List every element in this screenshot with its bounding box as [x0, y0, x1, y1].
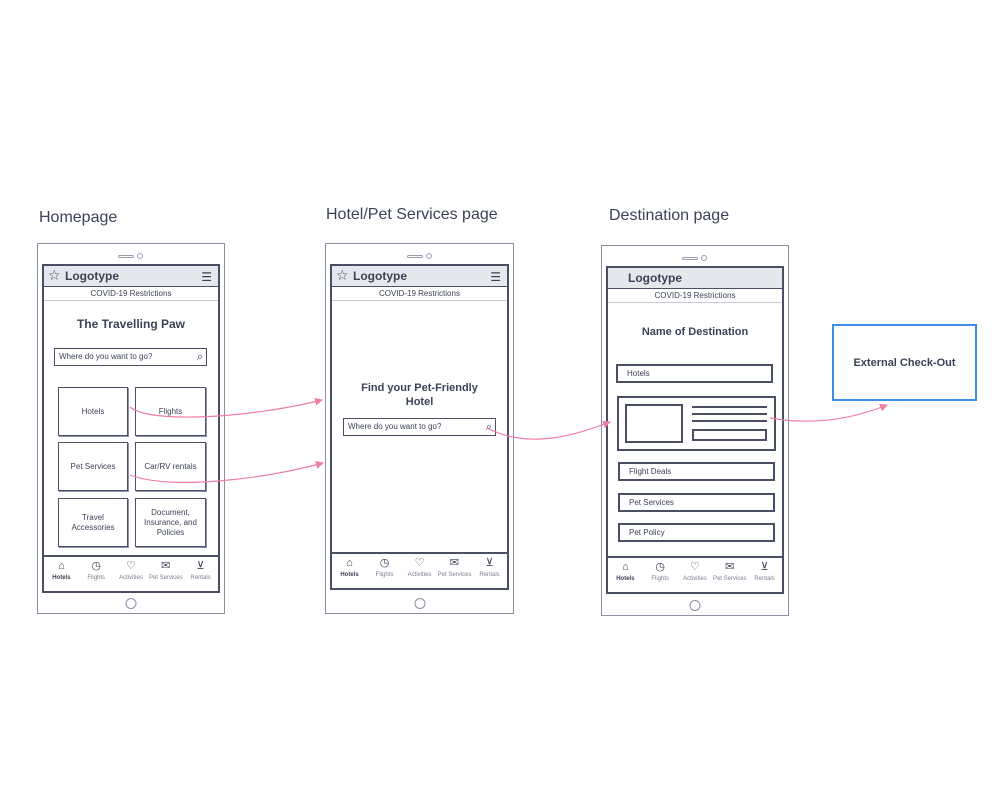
- tab-activities[interactable]: ♡Activities: [402, 554, 437, 588]
- home-icon: ⌂: [622, 561, 629, 573]
- phone-hotel-pet-page: ☆ Logotype ☰ COVID-19 Restrictions Find …: [325, 243, 514, 614]
- tab-activities[interactable]: ♡Activities: [114, 557, 149, 591]
- hamburger-menu-icon[interactable]: ☰: [201, 270, 212, 284]
- caption-destination-page: Destination page: [609, 207, 730, 224]
- button-placeholder: [692, 429, 767, 441]
- heart-icon: ♡: [126, 560, 136, 572]
- tab-rentals[interactable]: ⊻Rentals: [183, 557, 218, 591]
- tile-pet-services[interactable]: Pet Services: [58, 442, 128, 491]
- home-icon: ⌂: [58, 560, 65, 572]
- tab-rentals[interactable]: ⊻Rentals: [472, 554, 507, 588]
- tab-hotels[interactable]: ⌂Hotels: [44, 557, 79, 591]
- page-heading-line1: Find your Pet-Friendly: [361, 382, 478, 394]
- top-bar: Logotype: [608, 268, 782, 289]
- tab-flights[interactable]: ◷Flights: [367, 554, 402, 588]
- tile-documents-insurance[interactable]: Document, Insurance, and Policies: [135, 498, 206, 547]
- external-checkout-label: External Check-Out: [853, 356, 956, 369]
- screen-homepage: ☆ Logotype ☰ COVID-19 Restrictions The T…: [42, 264, 220, 593]
- tab-flights[interactable]: ◷Flights: [643, 558, 678, 592]
- search-placeholder: Where do you want to go?: [348, 422, 442, 431]
- search-icon[interactable]: ⌕: [196, 351, 203, 363]
- star-icon[interactable]: ☆: [48, 267, 61, 283]
- logotype: Logotype: [65, 269, 119, 283]
- tab-pet-services[interactable]: ✉Pet Services: [437, 557, 472, 578]
- tab-activities[interactable]: ♡Activities: [678, 558, 713, 592]
- mail-icon: ✉: [161, 560, 171, 572]
- clock-icon: ◷: [655, 561, 665, 573]
- page-title: Name of Destination: [641, 326, 749, 338]
- tab-pet-services[interactable]: ✉Pet Services: [148, 560, 183, 581]
- row-pet-policy[interactable]: Pet Policy: [618, 523, 775, 542]
- tile-car-rv-rentals[interactable]: Car/RV rentals: [135, 442, 206, 491]
- star-icon[interactable]: ☆: [336, 267, 349, 283]
- phone-destination-page: Logotype COVID-19 Restrictions Name of D…: [601, 245, 789, 616]
- tile-flights[interactable]: Flights: [135, 387, 206, 436]
- tile-travel-accessories[interactable]: Travel Accessories: [58, 498, 128, 547]
- mail-icon: ✉: [449, 557, 460, 569]
- cart-icon: ⊻: [485, 557, 494, 569]
- image-placeholder: [625, 404, 683, 443]
- cart-icon: ⊻: [760, 561, 769, 573]
- phone-home-button: [689, 600, 701, 611]
- bottom-tab-bar: ⌂Hotels ◷Flights ♡Activities ✉Pet Servic…: [44, 555, 218, 591]
- caption-homepage: Homepage: [39, 209, 118, 226]
- covid-restrictions-link[interactable]: COVID-19 Restrictions: [332, 287, 507, 301]
- top-bar: ☆ Logotype ☰: [44, 266, 218, 287]
- page-title: The Travelling Paw: [76, 317, 186, 331]
- phone-speaker: [406, 253, 433, 261]
- caption-hotel-pet-page: Hotel/Pet Services page: [326, 206, 498, 223]
- covid-restrictions-link[interactable]: COVID-19 Restrictions: [608, 289, 782, 303]
- search-icon[interactable]: ⌕: [485, 421, 492, 433]
- row-flight-deals[interactable]: Flight Deals: [618, 462, 775, 481]
- heart-icon: ♡: [690, 561, 700, 573]
- phone-home-button: [414, 598, 425, 609]
- phone-speaker: [118, 253, 144, 261]
- tab-pet-services[interactable]: ✉Pet Services: [712, 561, 747, 582]
- search-input[interactable]: Where do you want to go? ⌕: [343, 418, 496, 436]
- logotype: Logotype: [628, 271, 682, 285]
- hamburger-menu-icon[interactable]: ☰: [490, 270, 501, 284]
- screen-destination-page: Logotype COVID-19 Restrictions Name of D…: [606, 266, 784, 594]
- external-checkout-box: External Check-Out: [832, 324, 977, 401]
- hotel-preview-card[interactable]: [617, 396, 776, 451]
- clock-icon: ◷: [91, 560, 101, 572]
- tab-hotels[interactable]: ⌂Hotels: [608, 558, 643, 592]
- cart-icon: ⊻: [196, 560, 205, 572]
- clock-icon: ◷: [379, 557, 390, 569]
- tab-rentals[interactable]: ⊻Rentals: [747, 558, 782, 592]
- bottom-tab-bar: ⌂Hotels ◷Flights ♡Activities ✉Pet Servic…: [332, 552, 507, 588]
- top-bar: ☆ Logotype ☰: [332, 266, 507, 287]
- text-line-placeholder: [692, 420, 767, 422]
- home-icon: ⌂: [346, 557, 353, 569]
- text-line-placeholder: [692, 406, 767, 408]
- search-input[interactable]: Where do you want to go? ⌕: [54, 348, 207, 366]
- phone-speaker: [682, 255, 708, 263]
- text-line-placeholder: [692, 413, 767, 415]
- tab-hotels[interactable]: ⌂Hotels: [332, 554, 367, 588]
- heart-icon: ♡: [414, 557, 425, 569]
- bottom-tab-bar: ⌂Hotels ◷Flights ♡Activities ✉Pet Servic…: [608, 556, 782, 592]
- row-pet-services[interactable]: Pet Services: [618, 493, 775, 512]
- phone-home-button: [125, 598, 137, 609]
- screen-hotel-pet-page: ☆ Logotype ☰ COVID-19 Restrictions Find …: [330, 264, 509, 590]
- tile-hotels[interactable]: Hotels: [58, 387, 128, 436]
- tab-flights[interactable]: ◷Flights: [79, 557, 114, 591]
- logotype: Logotype: [353, 269, 407, 283]
- mail-icon: ✉: [725, 561, 735, 573]
- covid-restrictions-link[interactable]: COVID-19 Restrictions: [44, 287, 218, 301]
- phone-homepage: ☆ Logotype ☰ COVID-19 Restrictions The T…: [37, 243, 225, 614]
- search-placeholder: Where do you want to go?: [59, 352, 153, 361]
- page-heading-line2: Hotel: [405, 396, 434, 408]
- row-hotels[interactable]: Hotels: [616, 364, 773, 383]
